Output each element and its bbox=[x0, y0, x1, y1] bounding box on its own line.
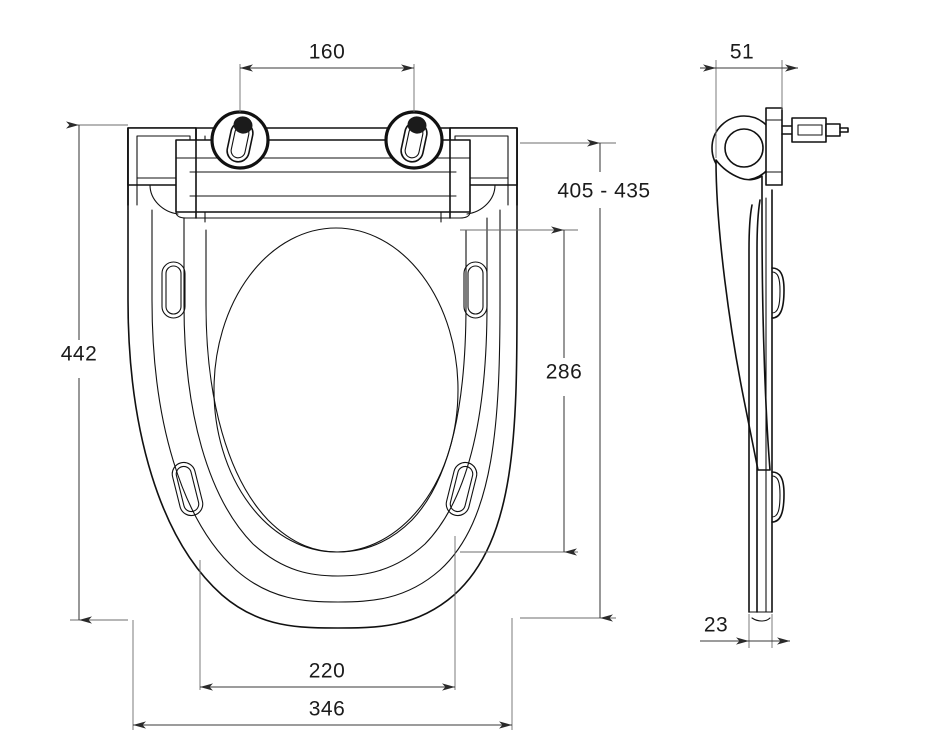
dimension-label-405-435: 405 - 435 bbox=[557, 180, 650, 203]
hinge-cap-right bbox=[384, 110, 444, 170]
dimension-hinge-depth: 51 bbox=[700, 40, 798, 158]
dimension-hinge-spacing: 160 bbox=[239, 40, 415, 112]
side-bolt-fastener bbox=[781, 117, 849, 143]
dimension-label-442: 442 bbox=[61, 343, 98, 366]
dimension-seat-thickness: 23 bbox=[692, 613, 790, 648]
side-bumper-lower bbox=[771, 471, 785, 523]
hinge-cap-left bbox=[210, 110, 270, 170]
dimension-label-286: 286 bbox=[546, 361, 583, 384]
dimension-label-346: 346 bbox=[309, 698, 346, 721]
dimension-label-51: 51 bbox=[730, 41, 754, 64]
dimension-hinge-to-front: 405 - 435 bbox=[520, 139, 664, 622]
dimension-inner-width: 220 bbox=[199, 536, 456, 691]
side-mount-plate bbox=[765, 107, 783, 186]
seat-central-aperture bbox=[213, 227, 459, 553]
top-view bbox=[127, 110, 518, 629]
side-bumper-upper bbox=[771, 267, 785, 319]
dimension-overall-length: 442 bbox=[48, 121, 128, 624]
side-view bbox=[711, 107, 849, 622]
seat-outer-body bbox=[127, 127, 518, 629]
bumper-slot-bottom-right bbox=[445, 461, 478, 517]
hinge-assembly bbox=[127, 110, 518, 223]
dimension-inner-opening: 286 bbox=[460, 226, 595, 556]
dimension-overall-width: 346 bbox=[132, 618, 513, 730]
bumper-slot-bottom-left bbox=[171, 461, 204, 517]
bumper-slot-top-left bbox=[161, 261, 186, 319]
side-seat-profile bbox=[748, 189, 773, 622]
dimension-label-220: 220 bbox=[309, 660, 346, 683]
seat-contour-third bbox=[183, 217, 488, 577]
bumper-slot-top-right bbox=[463, 261, 488, 319]
dimension-label-23: 23 bbox=[704, 614, 728, 637]
dimension-label-160: 160 bbox=[309, 41, 346, 64]
